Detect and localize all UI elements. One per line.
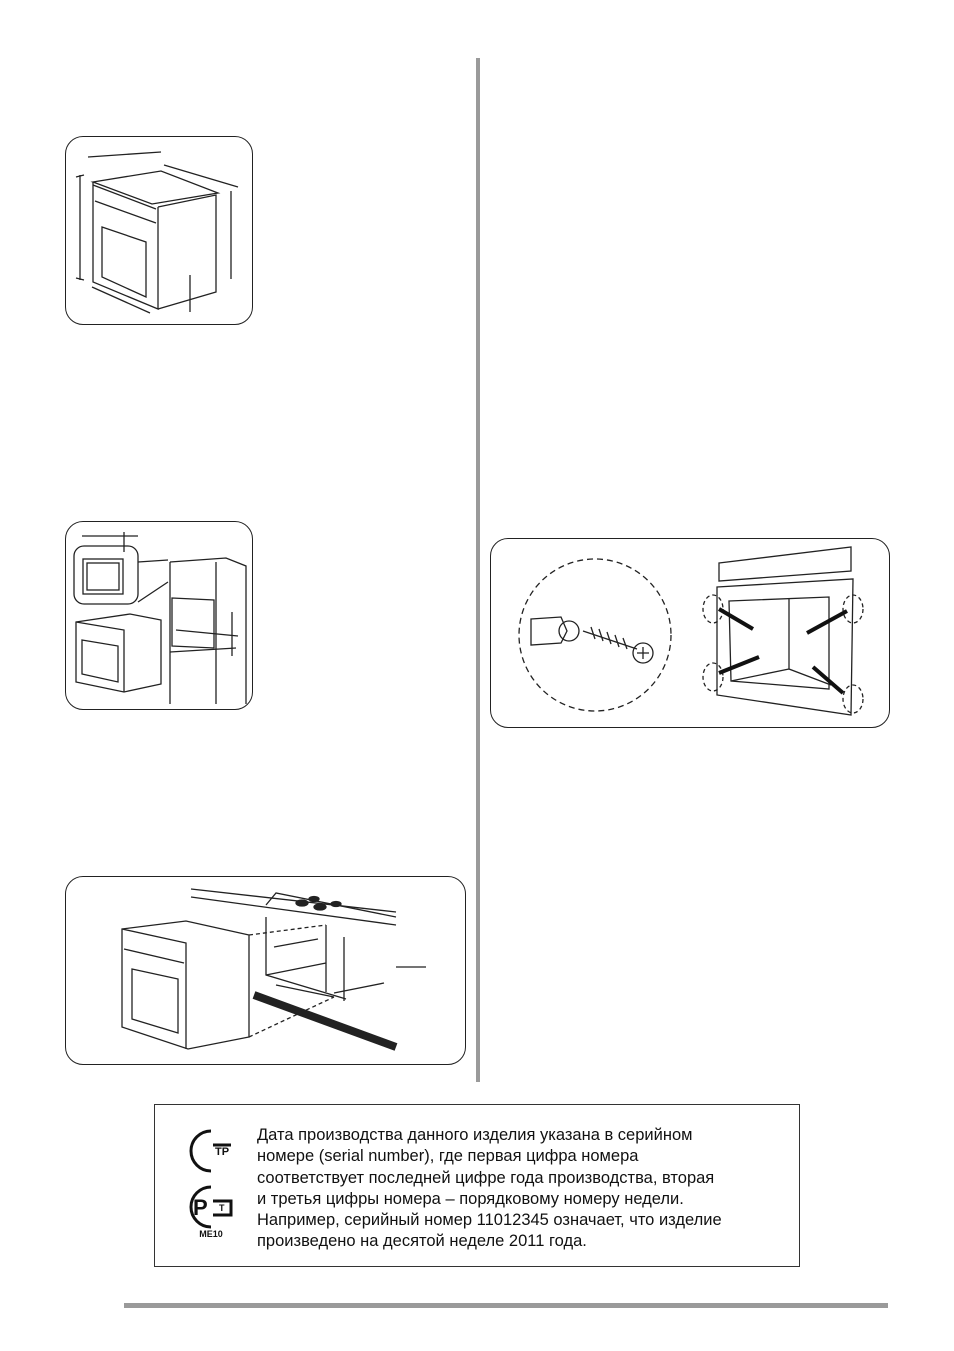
oven-dimensions-figure bbox=[65, 136, 253, 325]
notice-line: и третья цифры номера – порядковому номе… bbox=[257, 1189, 684, 1208]
notice-line: Например, серийный номер 11012345 означа… bbox=[257, 1211, 722, 1230]
under-hob-installation-drawing bbox=[121, 888, 426, 1051]
notice-line: номере (serial number), где первая цифра… bbox=[257, 1147, 639, 1166]
svg-text:ТР: ТР bbox=[215, 1146, 229, 1158]
notice-text: Дата производства данного изделия указан… bbox=[257, 1125, 793, 1253]
certification-marks: ТР Р Т ME10 bbox=[179, 1125, 243, 1247]
notice-line: произведено на десятой неделе 2011 года. bbox=[257, 1232, 587, 1251]
cabinet-installation-drawing bbox=[73, 532, 247, 704]
notice-line: соответствует последней цифре года произ… bbox=[257, 1168, 715, 1187]
fixing-screws-drawing bbox=[518, 546, 864, 716]
footer-rule bbox=[124, 1303, 888, 1308]
column-divider bbox=[476, 58, 480, 1082]
eac-mark-icon: ТР Р Т bbox=[189, 1129, 233, 1229]
certification-code: ME10 bbox=[199, 1229, 223, 1239]
cabinet-installation-figure bbox=[65, 521, 253, 710]
oven-dimensions-drawing bbox=[75, 151, 239, 314]
svg-text:Р: Р bbox=[193, 1195, 208, 1220]
notice-line: Дата производства данного изделия указан… bbox=[257, 1126, 693, 1144]
under-hob-installation-figure bbox=[65, 876, 466, 1065]
fixing-screws-figure bbox=[490, 538, 890, 728]
production-date-notice: ТР Р Т ME10 Дата производства данного из… bbox=[154, 1104, 800, 1267]
svg-text:Т: Т bbox=[219, 1203, 225, 1213]
